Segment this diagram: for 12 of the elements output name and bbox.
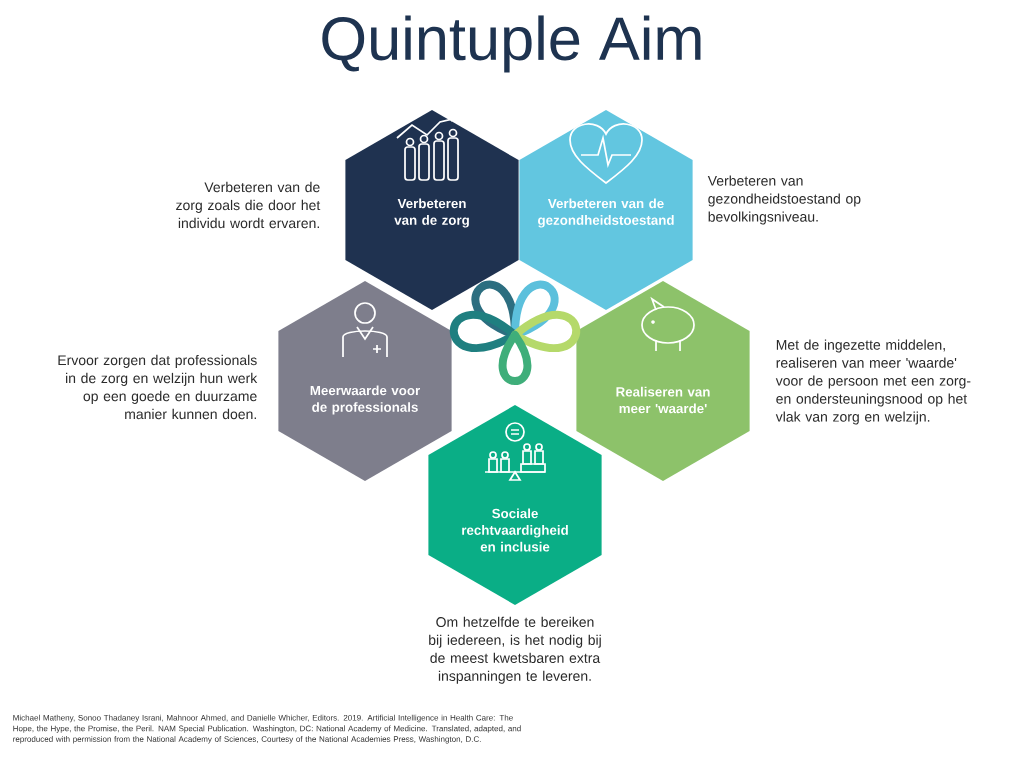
- description-text: Met de ingezette middelen, realiseren van meer 'waarde' voor de persoon met een zorg- en ondersteuningsnood op het vlak van zorg en welzijn.: [775, 339, 971, 425]
- description-text: Om hetzelfde te bereiken bij iedereen, is het nodig bij de meest kwetsbaren extra inspanningen te leveren.: [429, 616, 601, 684]
- title: Quintuple Aim: [322, 15, 701, 73]
- hexagon: Verbeteren van de zorg: [345, 110, 519, 310]
- description-text: Verbeteren van gezondheidstoestand op bevolkingsniveau.: [707, 175, 861, 225]
- description-text: Verbeteren van de zorg zoals die door het individu wordt ervaren.: [176, 181, 321, 229]
- hexagon: Realiseren van meer 'waarde': [576, 281, 750, 481]
- description-text: Ervoor zorgen dat professionals in de zorg en welzijn hun werk op een goede en duurzame manier kunnen doen.: [58, 354, 258, 420]
- citation-text: Michael Matheny, Sonoo Thadaney Israni, Mahnoor Ahmed, and Danielle Whicher, Editors. 2019. Artificial Intelligence in Health Care: The Hope, the Hype, the Promise, the Peril. NAM Special Publication. Washington, DC: National Academy of Medicine. Translated, adapted, and reproduced with permission from the National Academy of Sciences, Courtesy of the National Academies Press, Washington, D.C.: [13, 714, 521, 744]
- hexagon: Meerwaarde voor de professionals: [278, 281, 452, 481]
- hexagon: Sociale rechtvaardigheid en inclusie: [428, 405, 602, 605]
- hexagon: Verbeteren van de gezondheidstoestand: [519, 110, 693, 310]
